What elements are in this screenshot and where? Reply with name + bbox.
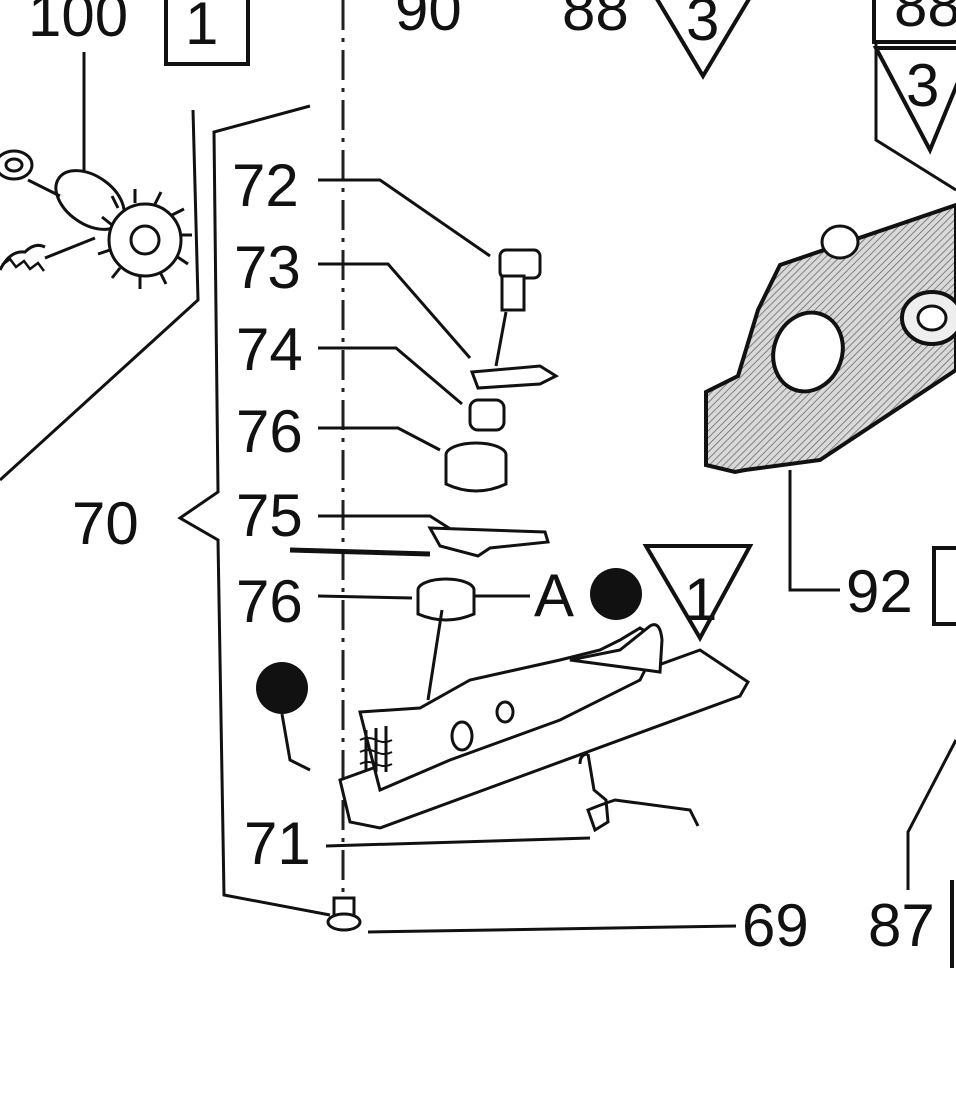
screw-69: [326, 896, 362, 932]
box-ref-92: [932, 546, 956, 626]
callout-74: 74: [236, 316, 303, 383]
callout-92: 92: [846, 558, 913, 625]
stacked-parts: 72 73 74 76 75 76: [232, 152, 560, 635]
callout-75: 75: [236, 482, 303, 549]
callout-88-right: 88: [894, 0, 956, 39]
callout-88: 88: [562, 0, 629, 43]
mounting-plate-92: 92: [704, 202, 956, 626]
callout-73: 73: [234, 234, 301, 301]
callout-87: 87: [868, 892, 935, 959]
svg-text:3: 3: [686, 0, 719, 53]
base-mechanism: [338, 609, 750, 833]
callout-71: 71: [244, 810, 311, 877]
callout-76-upper: 76: [236, 398, 303, 465]
triangle-ref-3-top: 3: [655, 0, 751, 80]
box-ref-1-topleft: [164, 0, 250, 66]
black-dot-marker-left: [256, 662, 308, 714]
black-dot-marker-mid: [590, 568, 642, 620]
callout-72: 72: [232, 152, 299, 219]
triangle-ref-1-mid: 1: [642, 544, 754, 643]
callout-76-lower: 76: [236, 568, 303, 635]
group-70-bracket: 70: [72, 104, 331, 917]
svg-text:1: 1: [684, 566, 717, 633]
svg-text:3: 3: [906, 52, 939, 119]
callout-69: 69: [742, 892, 809, 959]
callout-100: 100: [28, 0, 128, 49]
label-A: A: [534, 562, 574, 629]
gear-assembly-topleft: 100 1: [0, 0, 250, 482]
callout-90: 90: [395, 0, 462, 43]
box-ref-1-label: 1: [185, 0, 218, 57]
callout-70: 70: [72, 490, 139, 557]
triangle-ref-3-topright: 88 3: [872, 0, 956, 192]
